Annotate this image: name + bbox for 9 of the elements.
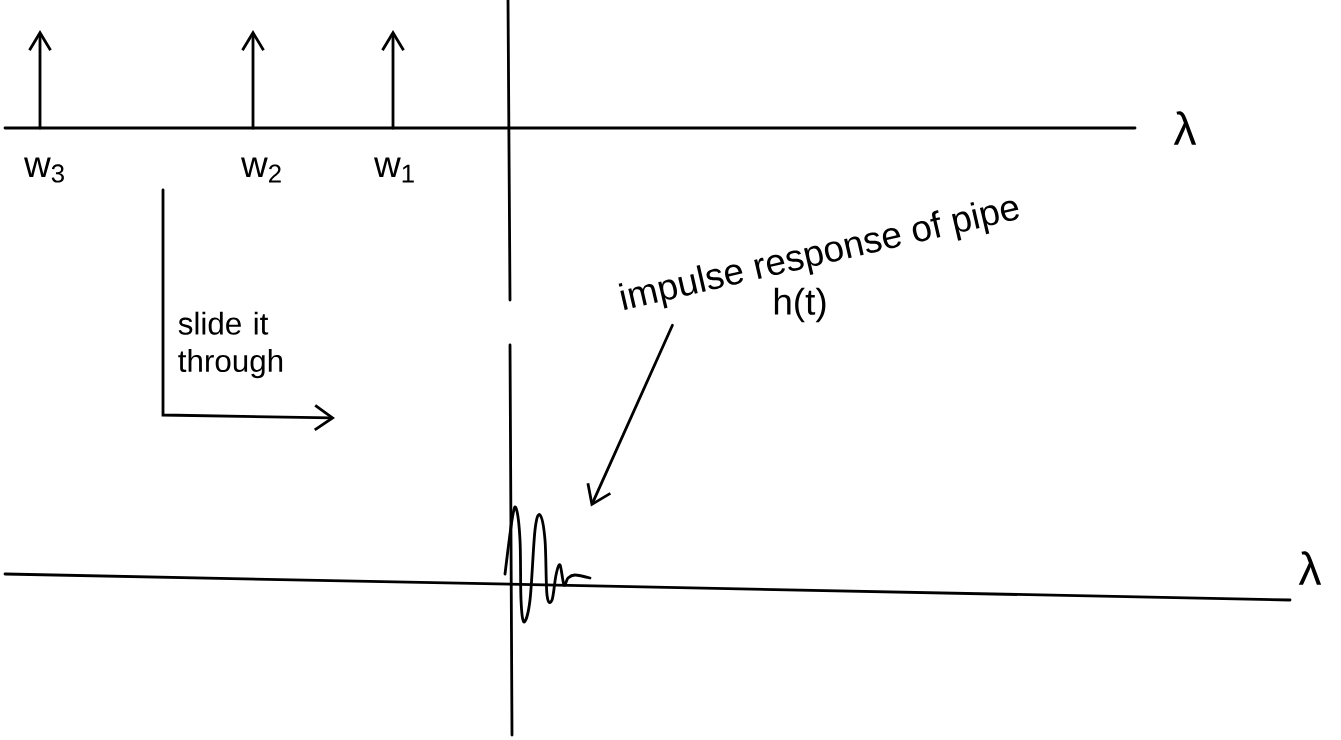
axis-label: w$_{1}$ — [374, 157, 414, 183]
leader-arrow — [586, 323, 674, 507]
impulse-response-drawing — [503, 505, 592, 624]
axis-label: w$_{2}$ — [241, 157, 281, 183]
axis-label: w$_{3}$ — [24, 157, 64, 183]
annotation-text: h(t) — [774, 287, 826, 323]
axis-label: λ — [1298, 551, 1322, 585]
annotation-text: slide it through — [178, 311, 283, 379]
axis-label: λ — [1173, 111, 1197, 145]
